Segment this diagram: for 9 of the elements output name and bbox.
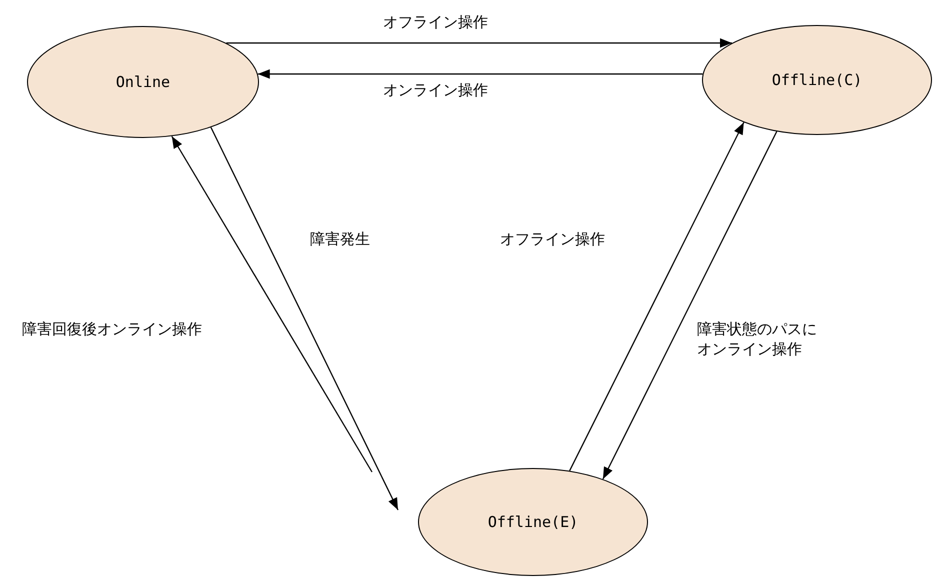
state-label: Offline(C) (772, 71, 862, 89)
arrow (210, 127, 399, 510)
arrow (226, 38, 732, 48)
arrow (569, 122, 744, 472)
state-label: Online (116, 73, 170, 91)
arrow (602, 131, 778, 480)
state-label: Offline(E) (488, 513, 578, 531)
arrow (258, 69, 703, 79)
arrow (171, 136, 373, 472)
